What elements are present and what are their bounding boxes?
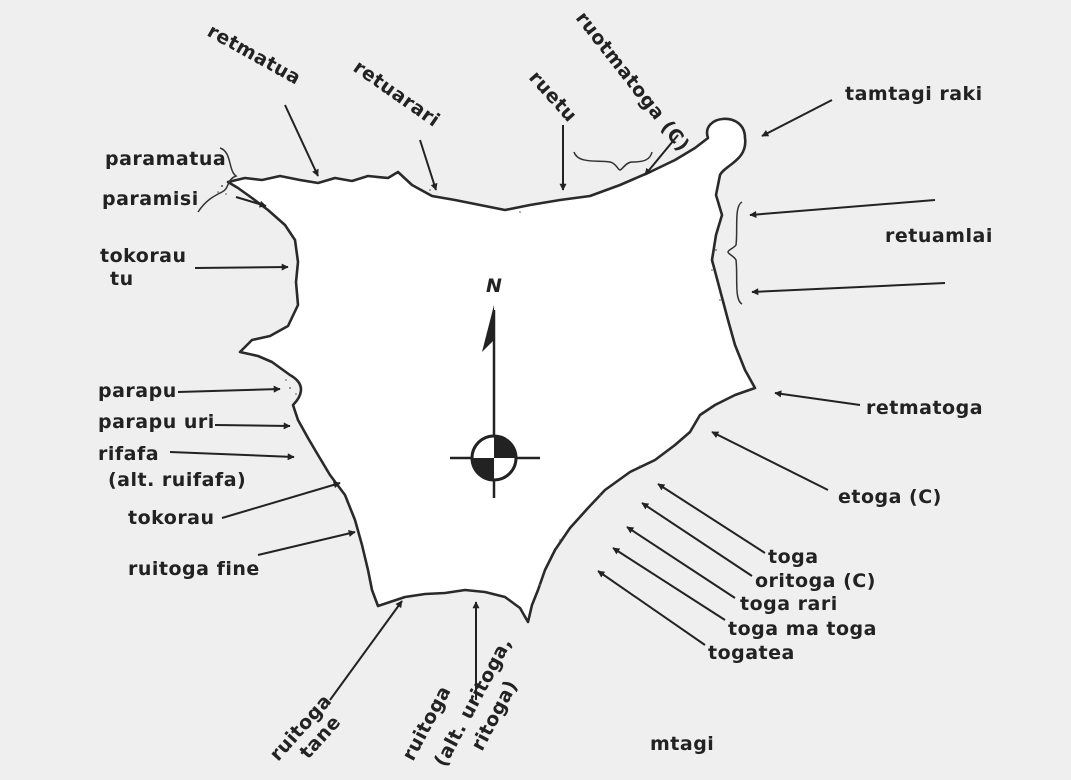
label-toga-rari: toga rari (740, 593, 838, 615)
compass-rose (450, 305, 540, 498)
label-oritoga: oritoga (C) (755, 570, 876, 592)
label-retmatoga: retmatoga (866, 397, 983, 419)
label-togatea: togatea (708, 642, 795, 664)
coast-speckle (217, 185, 721, 586)
label-retuarari: retuarari (349, 56, 444, 132)
label-retuamlai: retuamlai (885, 225, 993, 247)
label-toga: toga (768, 546, 819, 568)
label-ruetu: ruetu (524, 67, 581, 127)
label-ruotmatoga: ruotmatoga (C) (571, 8, 694, 156)
label-parapu: parapu (98, 380, 177, 402)
label-paramatua: paramatua (105, 148, 226, 170)
island-coastline (226, 117, 757, 624)
label-tokorau-tu-2: tu (110, 268, 134, 290)
label-mtagi: mtagi (650, 733, 714, 755)
label-tamtagi-raki: tamtagi raki (845, 83, 983, 105)
label-rifafa-2: (alt. ruifafa) (108, 469, 246, 491)
label-ruitoga-fine: ruitoga fine (128, 558, 260, 580)
label-retmatua: retmatua (204, 20, 305, 89)
label-tokorau-tu-1: tokorau (100, 245, 187, 267)
label-parapu-uri: parapu uri (98, 411, 215, 433)
label-rifafa-1: rifafa (98, 443, 159, 465)
north-label: N (486, 275, 502, 297)
label-tokorau: tokorau (128, 507, 215, 529)
label-toga-ma-toga: toga ma toga (728, 618, 877, 640)
label-etoga: etoga (C) (838, 486, 942, 508)
label-paramisi: paramisi (102, 188, 199, 210)
label-braces (197, 147, 743, 305)
label-arrows (169, 99, 946, 701)
